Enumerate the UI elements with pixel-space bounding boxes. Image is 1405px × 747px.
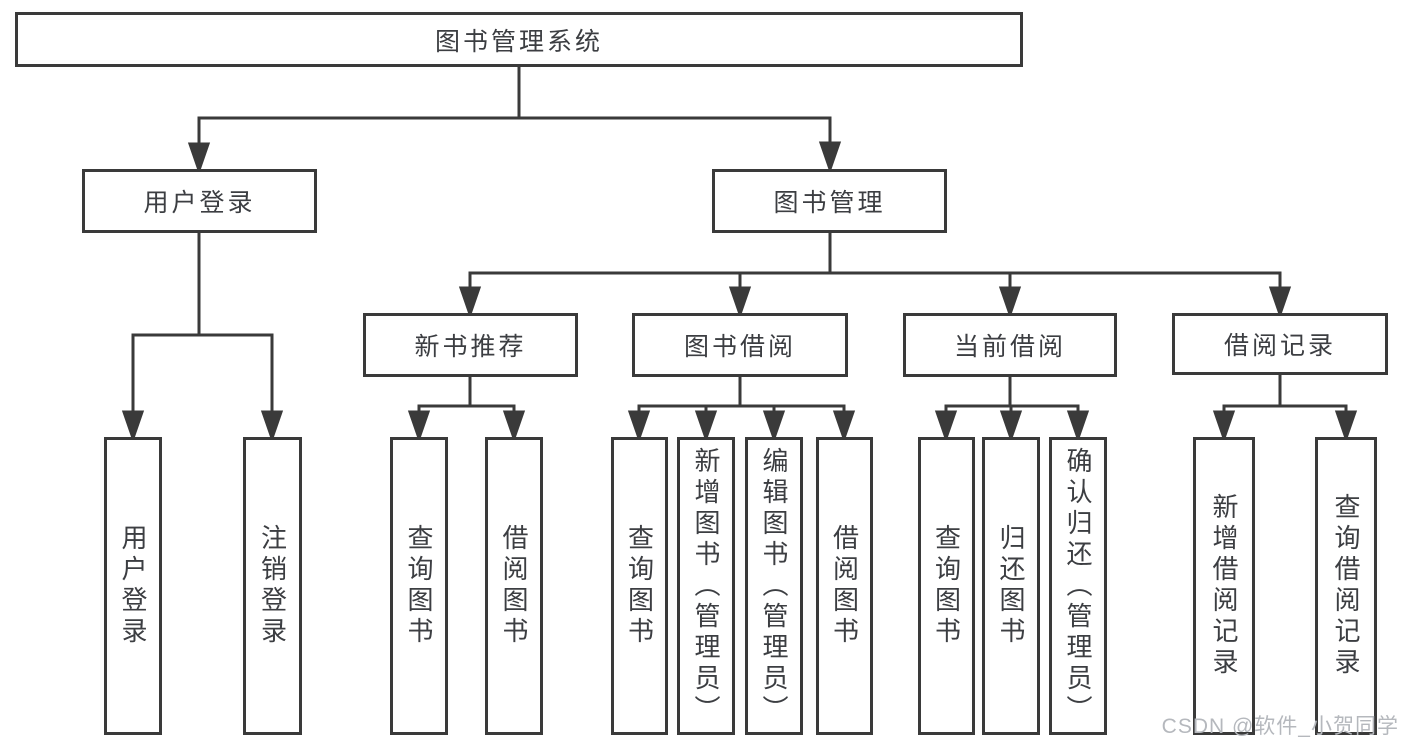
leaf-bb-borrow-books: 借阅图书	[816, 437, 873, 735]
leaf-bb-edit-books-admin-label: 编辑图书（管理员）	[759, 446, 789, 726]
leaf-logout: 注销登录	[243, 437, 302, 735]
node-book-borrow: 图书借阅	[632, 313, 848, 377]
leaf-cb-query-books: 查询图书	[918, 437, 975, 735]
leaf-bb-query-books-label: 查询图书	[624, 524, 655, 648]
node-current-borrow-label: 当前借阅	[953, 333, 1066, 361]
node-borrow-records: 借阅记录	[1172, 313, 1388, 375]
leaf-cb-query-books-label: 查询图书	[931, 524, 962, 648]
leaf-br-add-record: 新增借阅记录	[1193, 437, 1255, 735]
connector-new-book-recommend	[407, 377, 526, 443]
leaf-logout-label: 注销登录	[257, 524, 288, 648]
connector-book-borrow	[627, 377, 856, 443]
leaf-br-query-record-label: 查询借阅记录	[1331, 493, 1361, 679]
leaf-cb-return-books: 归还图书	[982, 437, 1040, 735]
node-current-borrow: 当前借阅	[903, 313, 1117, 377]
connector-user-login	[121, 233, 284, 443]
leaf-rec-borrow-books: 借阅图书	[485, 437, 543, 735]
leaf-br-query-record: 查询借阅记录	[1315, 437, 1377, 735]
leaf-bb-edit-books-admin: 编辑图书（管理员）	[745, 437, 803, 735]
leaf-cb-confirm-return-admin: 确认归还（管理员）	[1049, 437, 1107, 735]
connector-borrow-records	[1212, 375, 1358, 443]
leaf-br-add-record-label: 新增借阅记录	[1209, 493, 1239, 679]
node-root-label: 图书管理系统	[434, 27, 603, 56]
node-book-management-label: 图书管理	[773, 189, 886, 217]
leaf-rec-query-books-label: 查询图书	[404, 524, 434, 648]
leaf-bb-add-books-admin: 新增图书（管理员）	[677, 437, 735, 735]
leaf-rec-borrow-books-label: 借阅图书	[499, 524, 529, 648]
node-borrow-records-label: 借阅记录	[1223, 332, 1336, 360]
leaf-user-login-label: 用户登录	[118, 524, 148, 648]
connector-root	[187, 67, 842, 175]
leaf-bb-borrow-books-label: 借阅图书	[829, 524, 860, 648]
leaf-user-login: 用户登录	[104, 437, 162, 735]
node-user-login: 用户登录	[82, 169, 317, 233]
node-book-management: 图书管理	[712, 169, 947, 233]
leaf-cb-return-books-label: 归还图书	[996, 524, 1026, 648]
connector-current-borrow	[934, 377, 1090, 443]
connector-book-management	[458, 233, 1292, 319]
csdn-watermark: CSDN @软件_小贺同学	[1161, 715, 1399, 738]
leaf-cb-confirm-return-admin-label: 确认归还（管理员）	[1063, 446, 1093, 726]
leaf-bb-query-books: 查询图书	[611, 437, 668, 735]
node-new-book-recommend-label: 新书推荐	[414, 333, 527, 361]
leaf-bb-add-books-admin-label: 新增图书（管理员）	[691, 446, 721, 726]
node-root: 图书管理系统	[15, 12, 1023, 67]
node-new-book-recommend: 新书推荐	[363, 313, 578, 377]
leaf-rec-query-books: 查询图书	[390, 437, 448, 735]
node-book-borrow-label: 图书借阅	[683, 333, 796, 361]
node-user-login-label: 用户登录	[143, 189, 256, 217]
